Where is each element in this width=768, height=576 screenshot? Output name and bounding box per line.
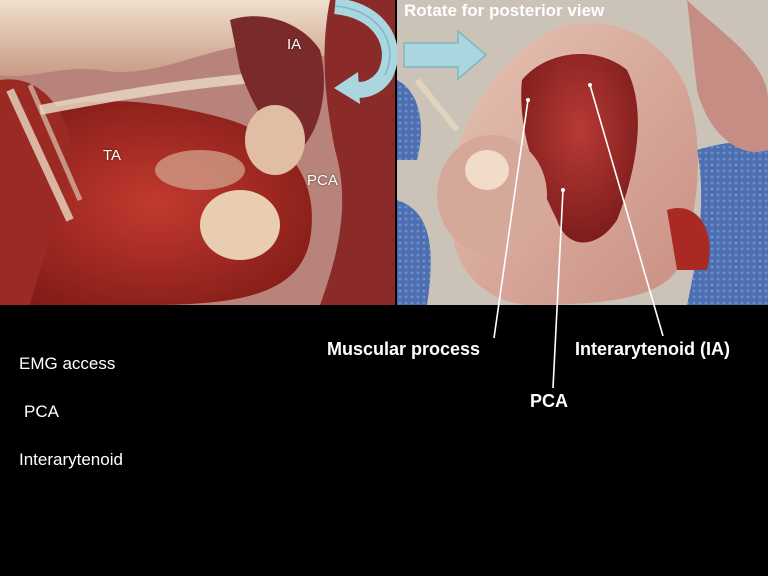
label-pca-left: PCA xyxy=(307,172,338,189)
note-pca: PCA xyxy=(24,402,59,421)
label-ia: IA xyxy=(287,36,302,53)
annotation-muscular-process: Muscular process xyxy=(327,339,481,359)
annotation-pca: PCA xyxy=(530,391,569,411)
annotation-interarytenoid: Interarytenoid (IA) xyxy=(575,339,731,359)
photo-right-posterior-view xyxy=(397,0,768,305)
note-emg-access: EMG access xyxy=(19,354,116,373)
photo-left-image xyxy=(0,0,395,305)
photo-right-image xyxy=(397,0,768,305)
photo-left-anterior-view xyxy=(0,0,395,305)
label-ta: TA xyxy=(103,147,122,164)
rotate-caption: Rotate for posterior view xyxy=(404,1,605,20)
note-interarytenoid: Interarytenoid xyxy=(19,450,123,469)
